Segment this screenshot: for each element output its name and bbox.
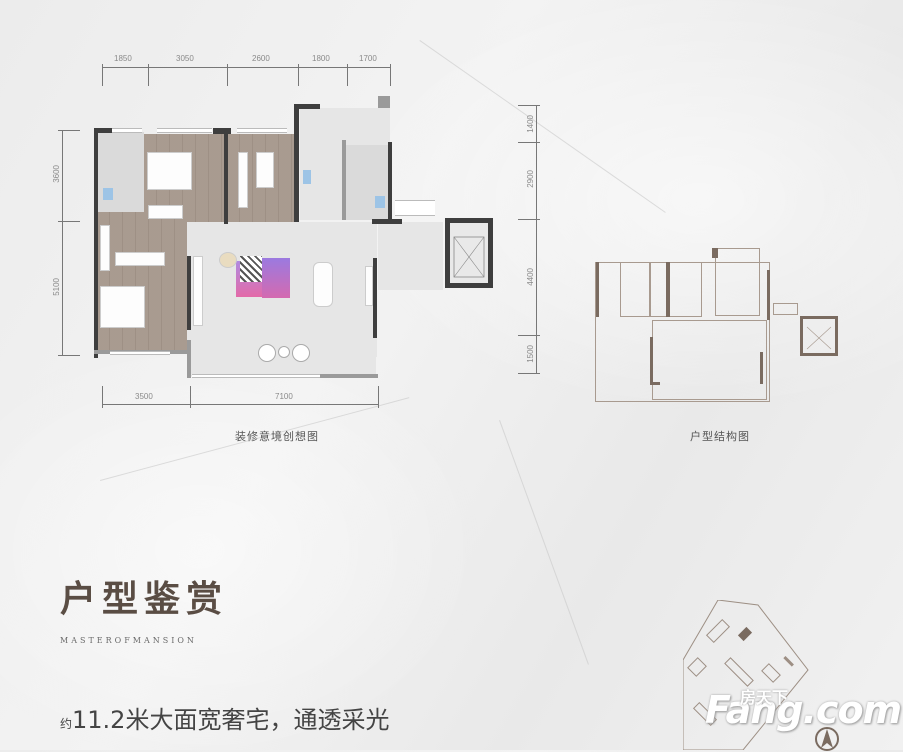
desk	[238, 152, 248, 208]
struct-wall	[767, 270, 770, 320]
marble-vein	[499, 420, 589, 665]
dim-top-5: 1700	[359, 54, 377, 63]
wall	[342, 140, 346, 220]
dim-top-2: 3050	[176, 54, 194, 63]
tagline: 约11.2米大面宽奢宅，通透采光	[60, 700, 389, 735]
wall	[213, 128, 231, 134]
room-outline	[620, 262, 650, 317]
dim-right-3: 4400	[526, 268, 535, 286]
dining-table	[313, 262, 333, 307]
elevator-cross-icon	[806, 326, 832, 350]
bathroom-basin	[375, 196, 385, 208]
site-plan-drawing	[683, 600, 809, 750]
ac-unit	[395, 200, 435, 216]
utility-room	[345, 108, 390, 148]
dim-bottom-1: 3500	[135, 392, 153, 401]
dim-bottom-2: 7100	[275, 392, 293, 401]
wall	[187, 340, 191, 378]
master-bathroom	[97, 132, 144, 212]
wall	[388, 142, 392, 222]
wall	[94, 128, 112, 133]
watermark-logo-cn: 房天下	[740, 688, 789, 707]
study-table	[256, 152, 274, 188]
caption-decorated: 装修意境创想图	[235, 430, 319, 443]
sideboard	[365, 266, 373, 306]
bed-double	[147, 152, 192, 190]
window	[237, 128, 287, 133]
wall	[187, 256, 191, 330]
dim-right-4: 1500	[526, 345, 535, 363]
wall-west	[94, 128, 98, 358]
struct-wall	[666, 262, 670, 317]
wall	[320, 374, 378, 378]
balcony-chair-1	[258, 344, 276, 362]
entrance-hall	[378, 222, 443, 290]
elevator-outline	[800, 316, 838, 356]
dim-right-2: 2900	[526, 170, 535, 188]
room-outline	[715, 248, 760, 316]
struct-wall	[712, 248, 718, 258]
bedroom-bottom-left	[97, 212, 187, 352]
wall	[373, 258, 377, 338]
wardrobe-2	[100, 225, 110, 271]
kitchen-sink	[303, 170, 311, 184]
dim-left-2: 5100	[52, 278, 61, 296]
elevator-shaft	[445, 218, 493, 288]
wardrobe-3	[115, 252, 165, 266]
wall	[372, 219, 402, 224]
dim-right-1: 1400	[526, 115, 535, 133]
dim-left-1: 3600	[52, 165, 61, 183]
tagline-prefix: 约	[60, 717, 73, 731]
balcony-chair-2	[292, 344, 310, 362]
wardrobe	[148, 205, 183, 219]
bed-double-2	[100, 286, 145, 328]
page-title: 户型鉴赏	[60, 579, 229, 620]
dim-top-1: 1850	[114, 54, 132, 63]
caption-structure: 户型结构图	[690, 430, 750, 443]
room-outline	[652, 320, 767, 400]
zebra-rug	[240, 256, 262, 282]
balcony-table	[278, 346, 290, 358]
struct-wall	[650, 337, 653, 383]
window	[110, 351, 170, 355]
dim-top-3: 2600	[252, 54, 270, 63]
master-basin	[103, 188, 113, 200]
lounge-chair	[219, 252, 237, 268]
struct-wall	[650, 382, 660, 385]
window	[112, 128, 142, 133]
page-subtitle: MASTEROFMANSION	[60, 636, 197, 645]
struct-wall	[760, 352, 763, 384]
tv-cabinet	[193, 256, 203, 326]
kitchen	[300, 108, 345, 220]
wall	[224, 128, 228, 224]
marble-vein	[419, 40, 666, 213]
watermark-logo: Fang.com	[705, 688, 902, 732]
dim-top-4: 1800	[312, 54, 330, 63]
ac-unit-outline	[773, 303, 798, 315]
window	[157, 128, 212, 133]
sofa-chaise	[262, 258, 290, 298]
elevator-cross-icon	[453, 236, 485, 278]
bathroom-2	[345, 145, 390, 220]
window	[192, 374, 320, 378]
room-outline	[650, 262, 702, 317]
wall	[378, 96, 390, 108]
wall	[294, 104, 299, 222]
tagline-text: 11.2米大面宽奢宅，通透采光	[72, 706, 390, 734]
wall	[294, 104, 320, 109]
struct-wall	[596, 262, 599, 317]
